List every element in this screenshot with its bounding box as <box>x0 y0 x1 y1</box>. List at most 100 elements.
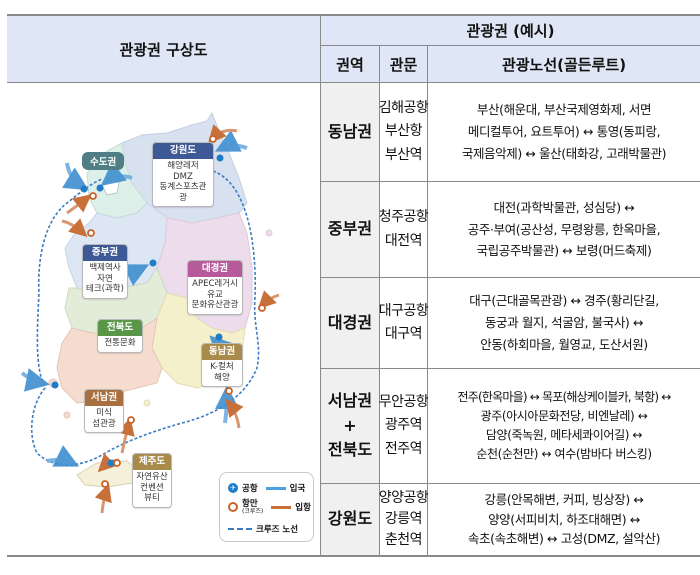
gateway-item: 광주역 <box>384 417 423 434</box>
legend-port-entry-label: 입항 <box>295 503 311 514</box>
map-label-gangwon: 강원도 해양레저 DMZ 동계스포츠관광 <box>152 142 214 208</box>
jungbu-label-title: 중부권 <box>83 245 127 261</box>
legend-entry-label: 입국 <box>289 484 306 494</box>
route-line: 국립공주박물관) ↔ 보령(머드축제) <box>476 243 652 259</box>
gateway-item: 청주공항 <box>378 209 429 226</box>
region-plus: + <box>343 415 357 435</box>
legend-cruise-row: 크루즈 노선 <box>228 523 298 535</box>
table-row-jungbu: 중부권 청주공항 대전역 대전(과학박물관, 성심당) ↔ 공주·부여(공산성,… <box>321 182 700 278</box>
map-label-seonam: 서남권 미식 섬관광 <box>84 389 124 434</box>
region-name: 동남권 <box>327 121 373 141</box>
route-cell: 부산(해운대, 부산국제영화제, 서면 메디컬투어, 요트투어) ↔ 통영(동피… <box>428 83 700 181</box>
route-line: 순천(순천만) ↔ 여수(밤바다 버스킹) <box>476 447 652 462</box>
route-line: 광주(아시아문화전당, 비엔날레) ↔ <box>480 408 648 423</box>
table-row-daegyeong: 대경권 대구공항 대구역 대구(근대골목관광) ↔ 경주(황리단길, 동궁과 월… <box>321 278 700 369</box>
gateway-item: 김해공항 <box>378 100 429 117</box>
legend-airport-row: ✈ 공항 입국 <box>228 482 305 494</box>
jeju-theme: 뷰티 <box>144 493 160 504</box>
dongnam-theme: K-컬처 <box>210 361 234 372</box>
gangwon-theme: DMZ <box>173 171 193 182</box>
airport-icon: ✈ <box>228 483 238 493</box>
route-cell: 강릉(안목해변, 커피, 빙상장) ↔ 양양(서피비치, 하조대해면) ↔ 속초… <box>428 484 700 555</box>
route-line: 안동(하회마을, 월영교, 도산서원) <box>480 336 648 352</box>
port-icon <box>228 502 238 513</box>
route-line: 대구(근대골목관광) ↔ 경주(황리단길, <box>469 293 659 309</box>
gateway-item: 전주역 <box>384 440 423 457</box>
region-cell: 중부권 <box>321 182 380 277</box>
region-cell: 동남권 <box>321 83 380 181</box>
jeju-theme: 자연유산 <box>136 471 168 482</box>
jeonbuk-label-title: 전북도 <box>98 320 142 336</box>
map-column-heading: 관광권 구상도 <box>119 40 208 59</box>
route-line: 전주(한옥마을) ↔ 목포(해상케이블카, 북항) ↔ <box>457 389 672 404</box>
region-name: 전북도 <box>327 440 373 460</box>
region-cell: 서남권 + 전북도 <box>321 369 380 483</box>
gateway-item: 대구공항 <box>378 302 429 319</box>
gateway-cell: 청주공항 대전역 <box>378 182 429 277</box>
gangwon-label-title: 강원도 <box>153 143 213 159</box>
map-label-daegyeong: 대경권 APEC레거시 유교 문화유산관광 <box>187 260 243 315</box>
route-line: 속초(속초해변) ↔ 고성(DMZ, 설악산) <box>467 531 661 547</box>
tourism-zone-map: 강원도 해양레저 DMZ 동계스포츠관광 수도권 중부권 백제역사 자연 테크(… <box>7 83 321 555</box>
legend-cruise-label: 크루즈 노선 <box>256 525 299 535</box>
gateway-item: 부산역 <box>384 146 423 163</box>
gateway-item: 무안공항 <box>378 394 429 411</box>
gateway-cell: 김해공항 부산항 부산역 <box>378 83 429 181</box>
dashed-line-icon <box>228 528 252 530</box>
region-name: 강원도 <box>327 509 373 529</box>
orange-arrow-icon <box>271 505 292 509</box>
column-header-gateway: 관문 <box>380 46 428 83</box>
dongnam-theme: 해양 <box>214 372 230 383</box>
gateway-item: 강릉역 <box>384 511 423 527</box>
table-row-gangwon: 강원도 양양공항 강릉역 춘천역 강릉(안목해변, 커피, 빙상장) ↔ 양양(… <box>321 484 700 555</box>
jungbu-theme: 테크(과학) <box>86 284 124 295</box>
gateway-item: 양양공항 <box>378 490 429 506</box>
map-legend: ✈ 공항 입국 항만 (크루즈) 입항 크루즈 노선 <box>219 472 314 542</box>
column-header-region: 권역 <box>321 46 380 83</box>
blue-arrow-icon <box>265 486 286 490</box>
route-line: 양양(서피비치, 하조대해면) ↔ <box>488 511 640 527</box>
seonam-theme: 섬관광 <box>92 418 116 429</box>
daegyeong-theme: APEC레거시 <box>192 278 238 289</box>
route-cell: 대전(과학박물관, 성심당) ↔ 공주·부여(공산성, 무령왕릉, 한옥마을, … <box>428 182 700 277</box>
gateway-item: 부산항 <box>384 123 423 140</box>
route-cell: 대구(근대골목관광) ↔ 경주(황리단길, 동궁과 월지, 석굴암, 불국사) … <box>428 278 700 368</box>
gangwon-theme: 해양레저 <box>167 160 199 171</box>
seonam-theme: 미식 <box>96 407 112 418</box>
daegyeong-label-title: 대경권 <box>188 261 242 277</box>
map-label-dongnam: 동남권 K-컬처 해양 <box>201 343 243 388</box>
jungbu-theme: 백제역사 <box>89 262 121 273</box>
tourism-zone-table: 관광권 구상도 관광권 (예시) 권역 관문 관광노선(골든루트) <box>7 14 700 557</box>
route-line: 담양(죽녹원, 메타세콰이어길) ↔ <box>485 428 643 442</box>
region-cell: 대경권 <box>321 278 380 368</box>
region-name: 중부권 <box>327 219 373 239</box>
route-line: 공주·부여(공산성, 무령왕릉, 한옥마을, <box>467 221 661 237</box>
header-map-title: 관광권 구상도 <box>7 16 321 83</box>
gateway-cell: 양양공항 강릉역 춘천역 <box>378 484 429 555</box>
gangwon-theme: 동계스포츠관광 <box>159 182 207 203</box>
region-name: 서남권 <box>327 390 373 410</box>
route-line: 메디컬투어, 요트투어) ↔ 통영(동피랑, <box>467 124 661 140</box>
column-header-route: 관광노선(골든루트) <box>428 46 700 83</box>
daegyeong-theme: 유교 <box>207 289 223 300</box>
legend-port-row: 항만 (크루즈) 입항 <box>228 500 311 515</box>
route-line: 국제음악제) ↔ 울산(태화강, 고래박물관) <box>461 145 667 161</box>
table-bottom-border <box>7 555 700 557</box>
gateway-item: 춘천역 <box>384 532 423 548</box>
legend-airport-label: 공항 <box>242 484 258 494</box>
table-row-seonam-jeonbuk: 서남권 + 전북도 무안공항 광주역 전주역 전주(한옥마을) ↔ 목포(해상케… <box>321 369 700 484</box>
example-group-heading: 관광권 (예시) <box>321 16 700 46</box>
gateway-cell: 무안공항 광주역 전주역 <box>378 369 429 483</box>
table-top-border <box>7 14 700 16</box>
route-line: 동궁과 월지, 석굴암, 불국사) ↔ <box>484 315 644 331</box>
region-cell: 강원도 <box>321 484 380 555</box>
gateway-item: 대구역 <box>384 326 423 342</box>
map-label-jeju: 제주도 자연유산 컨벤션 뷰티 <box>132 453 172 508</box>
route-line: 대전(과학박물관, 성심당) ↔ <box>493 199 635 215</box>
jeonbuk-theme: 전통문화 <box>104 337 136 348</box>
dongnam-label-title: 동남권 <box>202 344 242 360</box>
legend-port-text: 항만 (크루즈) <box>242 500 263 515</box>
route-line: 강릉(안목해변, 커피, 빙상장) ↔ <box>484 492 644 508</box>
daegyeong-theme: 문화유산관광 <box>191 300 239 311</box>
gateway-item: 대전역 <box>384 232 423 249</box>
